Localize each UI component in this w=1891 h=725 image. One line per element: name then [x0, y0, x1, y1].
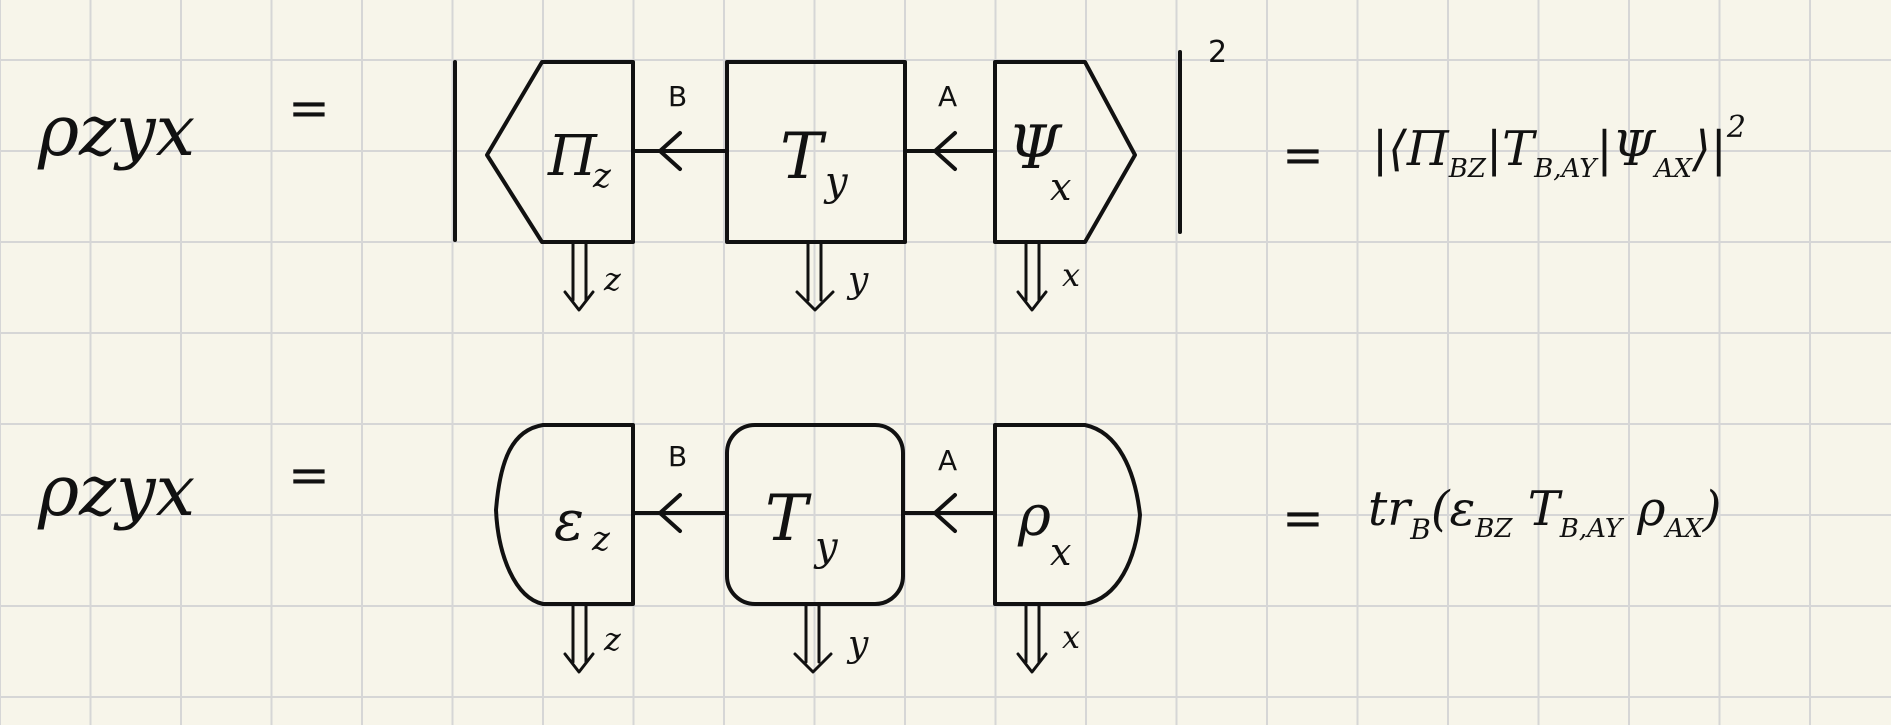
row1-wire-b-arrow — [658, 131, 682, 171]
row2-output-z: z — [563, 602, 622, 674]
row1-psi-sub: x — [1050, 165, 1071, 209]
row1-output-y: y — [795, 240, 869, 312]
row2-output-z-label: z — [603, 620, 622, 658]
row1-lhs: ρzyx — [37, 90, 195, 172]
row1-equation: ρzyx = 2 Π z T y Ψ x B A z — [37, 35, 1746, 312]
row1-pi-sub: z — [592, 156, 612, 196]
row2-lhs: ρzyx — [37, 450, 195, 532]
row1-rhs-bra: |⟨ΠBZ|TB,AY|ΨAX⟩|2 — [1372, 110, 1746, 184]
row1-output-z-label: z — [603, 260, 622, 298]
row1-output-x-label: x — [1062, 256, 1080, 294]
row2-rho-sub: x — [1050, 530, 1071, 574]
row2-equals: = — [288, 446, 330, 504]
row2-output-x: x — [1016, 602, 1080, 674]
row2-rhs-equals: = — [1282, 489, 1324, 547]
row2-wire-a-label: A — [938, 444, 957, 477]
row1-rhs-equals: = — [1282, 126, 1324, 184]
row2-rho-box — [993, 423, 1142, 606]
row1-pi-label: Π — [547, 124, 598, 189]
row2-epsilon-label: ε — [554, 489, 584, 554]
row2-t-label: T — [765, 482, 812, 556]
row2-output-y: y — [793, 602, 869, 674]
row1-psi-label: Ψ — [1008, 113, 1063, 183]
row2-output-y-label: y — [846, 624, 869, 665]
row2-equation: ρzyx = ε z T y ρ x B A z y — [37, 423, 1722, 674]
row1-wire-b-label: B — [668, 80, 687, 113]
row2-output-x-label: x — [1062, 618, 1080, 656]
row1-equals: = — [288, 79, 330, 137]
row1-output-y-label: y — [846, 260, 869, 301]
row2-wire-b-arrow — [658, 493, 682, 533]
row2-epsilon-box — [494, 423, 635, 606]
row2-t-sub: y — [813, 524, 839, 570]
row2-epsilon-sub: z — [591, 519, 611, 559]
row2-wire-a-arrow — [933, 493, 957, 533]
row1-wire-a-arrow — [933, 131, 957, 171]
row1-output-z: z — [563, 240, 622, 312]
row1-psi-box — [993, 60, 1137, 244]
row1-output-x: x — [1016, 240, 1080, 312]
row1-exponent: 2 — [1208, 35, 1227, 70]
row2-rho-label: ρ — [1017, 484, 1051, 549]
row1-t-label: T — [780, 120, 827, 194]
row2-wire-b-label: B — [668, 440, 687, 473]
row1-wire-a-label: A — [938, 80, 957, 113]
row2-rhs-trace: trB(εBZ TB,AY ρAX) — [1368, 481, 1722, 546]
row1-t-sub: y — [823, 159, 849, 205]
